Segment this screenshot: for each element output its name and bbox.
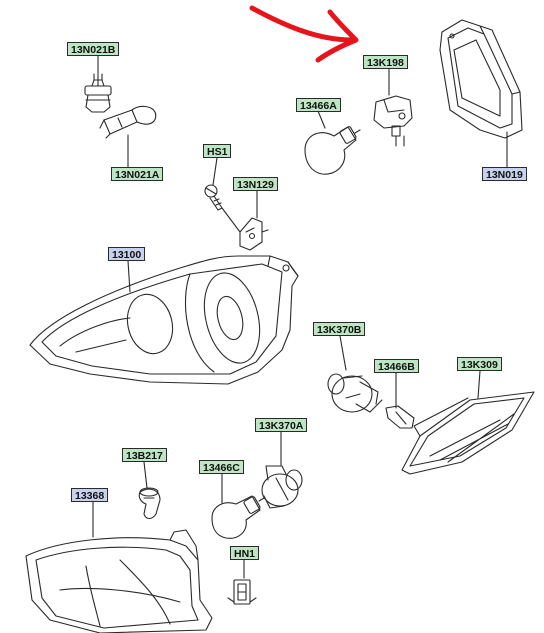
bulb-13466A-icon bbox=[304, 126, 361, 175]
part-label-13466A[interactable]: 13466A bbox=[296, 98, 341, 112]
bulb-13466C-icon bbox=[211, 495, 265, 539]
part-label-13368[interactable]: 13368 bbox=[71, 488, 109, 502]
part-label-HS1[interactable]: HS1 bbox=[203, 144, 232, 158]
part-label-13100[interactable]: 13100 bbox=[108, 247, 146, 261]
part-label-HN1[interactable]: HN1 bbox=[230, 546, 260, 560]
part-label-13466B[interactable]: 13466B bbox=[374, 359, 419, 373]
red-annotation-arrow bbox=[249, 5, 359, 63]
part-label-13N021B[interactable]: 13N021B bbox=[67, 42, 120, 56]
bulb-13466B-icon bbox=[385, 405, 415, 429]
part-label-13466C[interactable]: 13466C bbox=[199, 460, 244, 474]
part-label-13B217[interactable]: 13B217 bbox=[122, 448, 167, 462]
part-label-13N129[interactable]: 13N129 bbox=[233, 177, 278, 191]
part-label-13K370A[interactable]: 13K370A bbox=[255, 418, 308, 432]
socket-13K198-icon bbox=[373, 95, 413, 147]
foglamp-13368-icon bbox=[25, 529, 213, 633]
clip-HN1-icon bbox=[227, 579, 257, 605]
part-label-13N021A[interactable]: 13N021A bbox=[111, 167, 164, 181]
housing-13N019-icon bbox=[439, 19, 523, 139]
socket-13K370B-icon bbox=[327, 373, 383, 413]
screw-HS1-icon bbox=[204, 184, 223, 211]
repeater-13K309-icon bbox=[401, 391, 535, 475]
part-label-13K198[interactable]: 13K198 bbox=[363, 55, 408, 69]
leader-lines bbox=[92, 55, 508, 579]
socket-13K370A-icon bbox=[261, 465, 303, 509]
part-label-13K309[interactable]: 13K309 bbox=[457, 357, 502, 371]
bulb-13N021B-icon bbox=[84, 73, 112, 113]
part-label-13N019[interactable]: 13N019 bbox=[482, 167, 527, 181]
bracket-13N129-icon bbox=[221, 207, 269, 251]
bulb-13N021A-icon bbox=[99, 105, 157, 139]
grommet-13B217-icon bbox=[138, 487, 161, 520]
headlamp-13100-icon bbox=[29, 255, 299, 385]
part-label-13K370B[interactable]: 13K370B bbox=[313, 322, 366, 336]
